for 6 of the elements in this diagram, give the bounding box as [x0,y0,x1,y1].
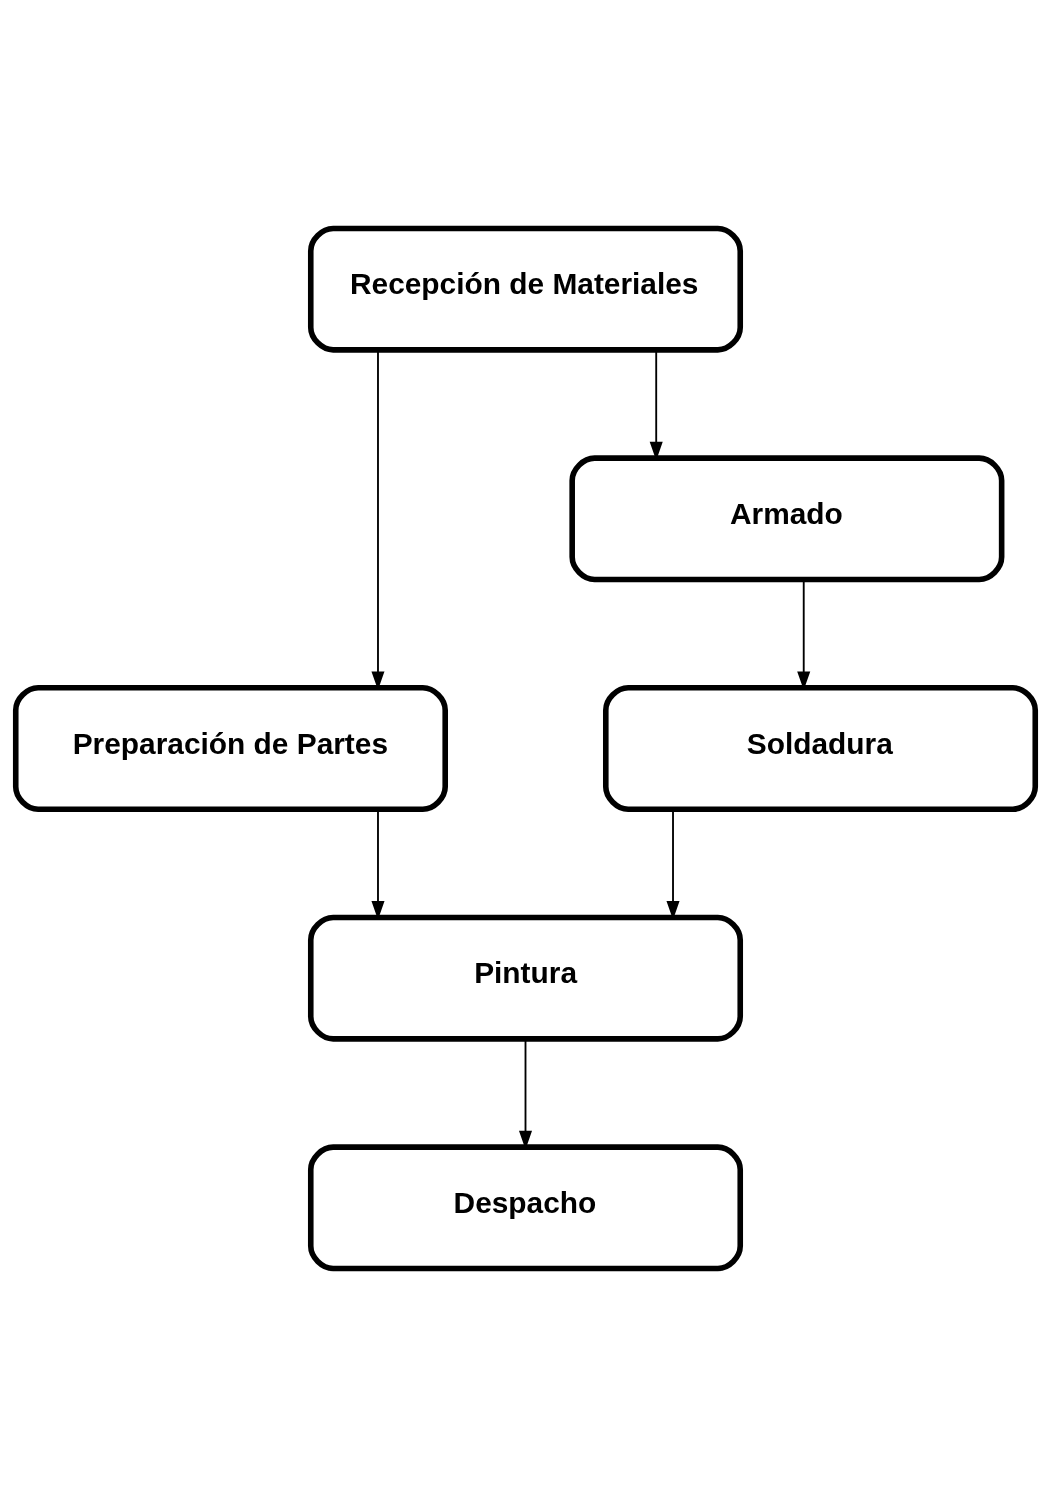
node-box: Recepción de Materiales [307,225,744,353]
node-box: Pintura [307,914,744,1042]
node-box: Preparación de Partes [12,685,448,812]
node-box: Armado [569,455,1005,583]
node-box: Despacho [307,1144,744,1272]
node-box: Soldadura [603,685,1039,812]
